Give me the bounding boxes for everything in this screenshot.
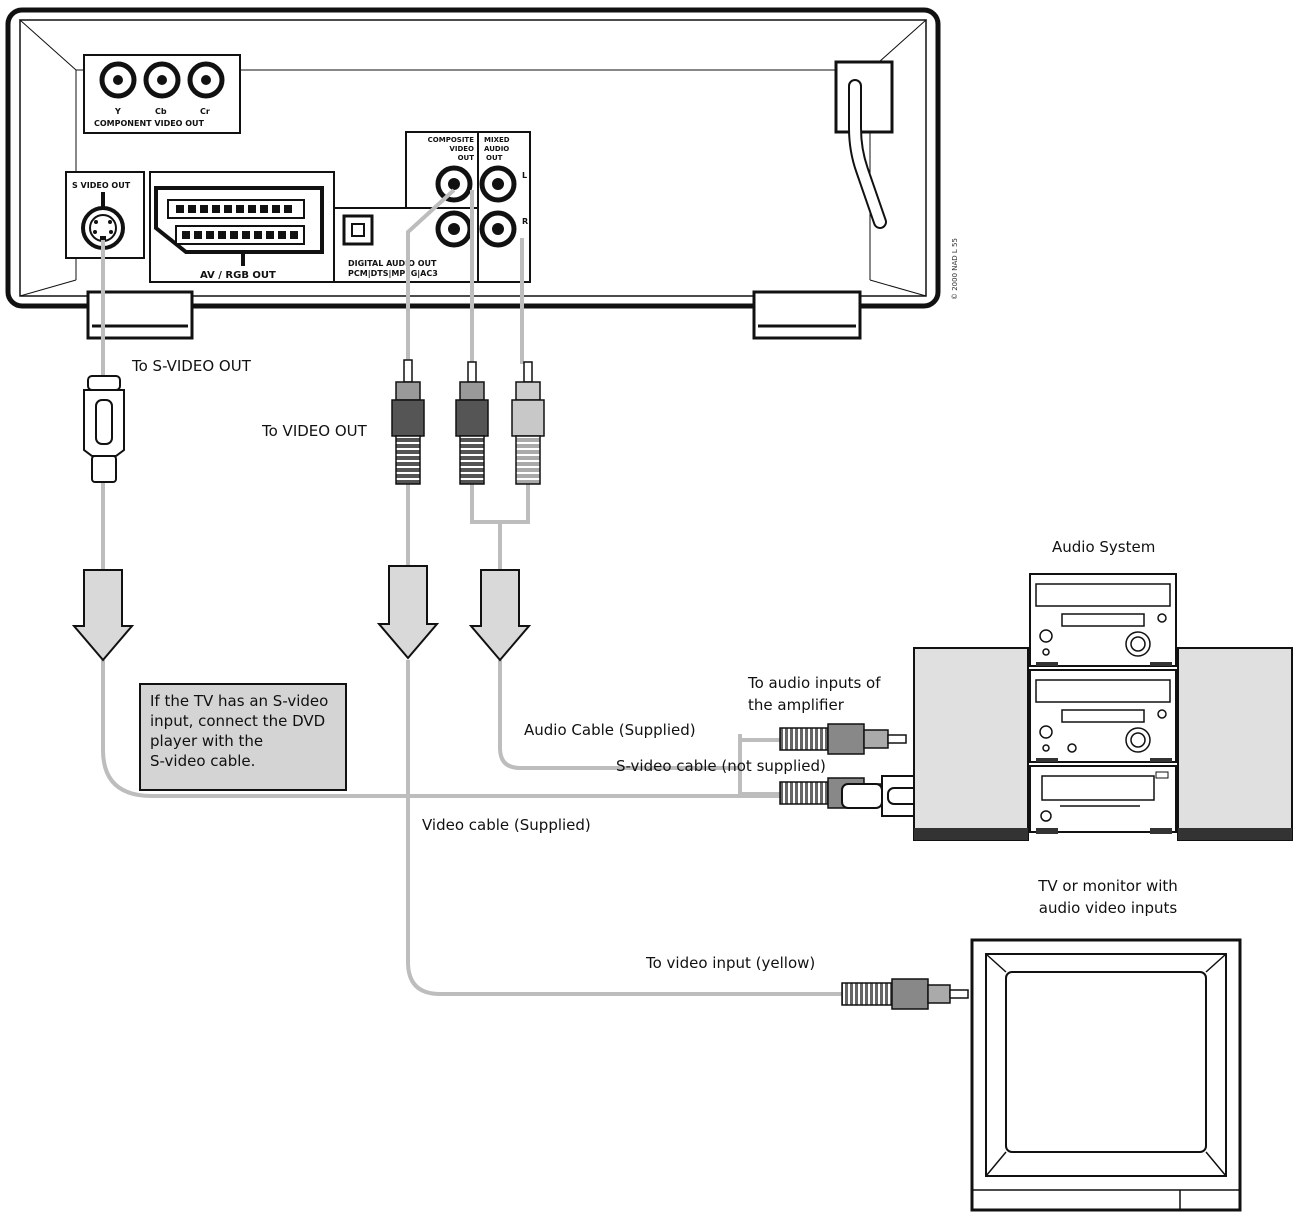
down-arrow-icon [468,569,532,662]
y-jack-label: Y [114,107,121,116]
av-rgb-out: AV / RGB OUT [149,171,335,283]
left-mark: L [522,171,527,180]
audio-right-rca-plug [511,361,545,485]
svideo-plug [83,375,125,483]
note-line-2: input, connect the DVD [150,712,325,730]
to-audio-inputs-label-2: the amplifier [748,696,845,714]
digital-audio-out-label: DIGITAL AUDIO OUT [348,259,437,268]
mixed-label-2: AUDIO [484,145,509,153]
audio-cable-label: Audio Cable (Supplied) [524,721,696,739]
video-rca-plug [391,359,425,485]
video-cable-label: Video cable (Supplied) [422,816,591,834]
to-svideo-out-label: To S-VIDEO OUT [131,357,252,375]
cb-jack-label: Cb [155,107,167,116]
to-video-out-label: To VIDEO OUT [261,422,368,440]
right-mark: R [522,217,528,226]
note-line-3: player with the [150,732,263,750]
note-line-1: If the TV has an S-video [150,692,328,710]
down-arrow-icon [71,569,135,662]
tv-monitor [970,938,1242,1212]
component-title: COMPONENT VIDEO OUT [94,119,205,128]
av-rgb-out-label: AV / RGB OUT [200,270,276,281]
note-line-4: S-video cable. [150,752,255,770]
mixed-label-1: MIXED [484,136,510,144]
power-inlet [834,60,894,134]
mixed-audio-out: MIXED AUDIO OUT L R [477,131,531,283]
tv-video-plug [841,978,969,1010]
digital-formats-label: PCM|DTS|MPEG|AC3 [348,269,438,278]
component-video-out: Y Cb Cr COMPONENT VIDEO OUT [83,54,241,134]
cables [101,188,842,996]
cr-jack-label: Cr [200,107,210,116]
down-arrow-icon [376,565,440,660]
dvd-player-back-panel: © 2000 NAD L 55 Y Cb Cr COMPONENT VIDEO … [5,7,959,340]
composite-video-out: COMPOSITE VIDEO OUT [405,131,479,209]
audio-left-rca-plug [455,361,489,485]
svideo-note: If the TV has an S-video input, connect … [139,683,347,791]
tv-label-1: TV or monitor with [1037,877,1178,895]
right-foot [752,290,862,340]
left-foot [86,290,194,340]
to-video-input-label: To video input (yellow) [645,954,815,972]
to-audio-inputs-label-1: To audio inputs of [747,674,881,692]
composite-label-1: COMPOSITE [428,136,475,144]
audio-system-label: Audio System [1052,538,1155,556]
svideo-cable-label: S-video cable (not supplied) [616,757,826,775]
composite-label-2: VIDEO [449,145,474,153]
copyright-text: © 2000 NAD L 55 [951,238,959,300]
svideo-out-label: S VIDEO OUT [72,181,131,190]
composite-label-3: OUT [458,154,475,162]
tv-label-2: audio video inputs [1039,899,1178,917]
audio-system [913,573,1293,841]
amp-audio-plug-top [779,723,907,755]
mixed-label-3: OUT [486,154,503,162]
